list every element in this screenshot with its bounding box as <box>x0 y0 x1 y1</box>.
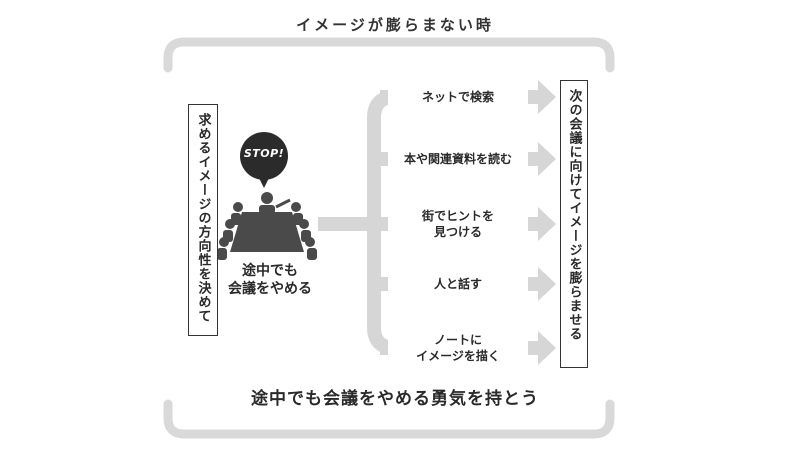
branch-label-2: 本や関連資料を読む <box>388 151 528 167</box>
connector-bar <box>318 217 374 231</box>
right-result-box: 次の会議に向けてイメージを膨らませる <box>560 80 588 368</box>
branch-3-line2: 見つける <box>433 225 482 239</box>
branch-label-5: ノートに イメージを描く <box>388 332 528 364</box>
branch-4-line1: 人と話す <box>433 277 482 291</box>
frame-top <box>163 37 615 73</box>
meeting-table-icon <box>217 192 317 260</box>
branch-5-line1: ノートに <box>433 333 482 347</box>
branch-label-4: 人と話す <box>388 276 528 292</box>
left-goal-text: 求めるイメージの方向性を決めて <box>195 113 211 323</box>
meeting-label: 途中でも 会議をやめる <box>210 262 330 298</box>
branch-5-line2: イメージを描く <box>416 349 500 363</box>
meeting-label-line2: 会議をやめる <box>228 281 312 297</box>
branch-1-line1: ネットで検索 <box>421 90 494 104</box>
branch-label-1: ネットで検索 <box>388 89 528 105</box>
left-goal-box: 求めるイメージの方向性を決めて <box>188 104 218 336</box>
stop-label: STOP! <box>243 147 285 160</box>
bottom-message: 途中でも会議をやめる勇気を持とう <box>251 389 539 409</box>
stop-bubble-icon <box>240 132 288 188</box>
meeting-label-line1: 途中でも <box>242 263 298 279</box>
branch-3-line1: 街でヒントを <box>421 209 494 223</box>
branch-2-line1: 本や関連資料を読む <box>403 152 512 166</box>
right-result-text: 次の会議に向けてイメージを膨らませる <box>566 89 582 341</box>
diagram-title: イメージが膨らまない時 <box>296 16 494 34</box>
frame-bottom <box>163 399 615 439</box>
branch-label-3: 街でヒントを 見つける <box>388 208 528 240</box>
